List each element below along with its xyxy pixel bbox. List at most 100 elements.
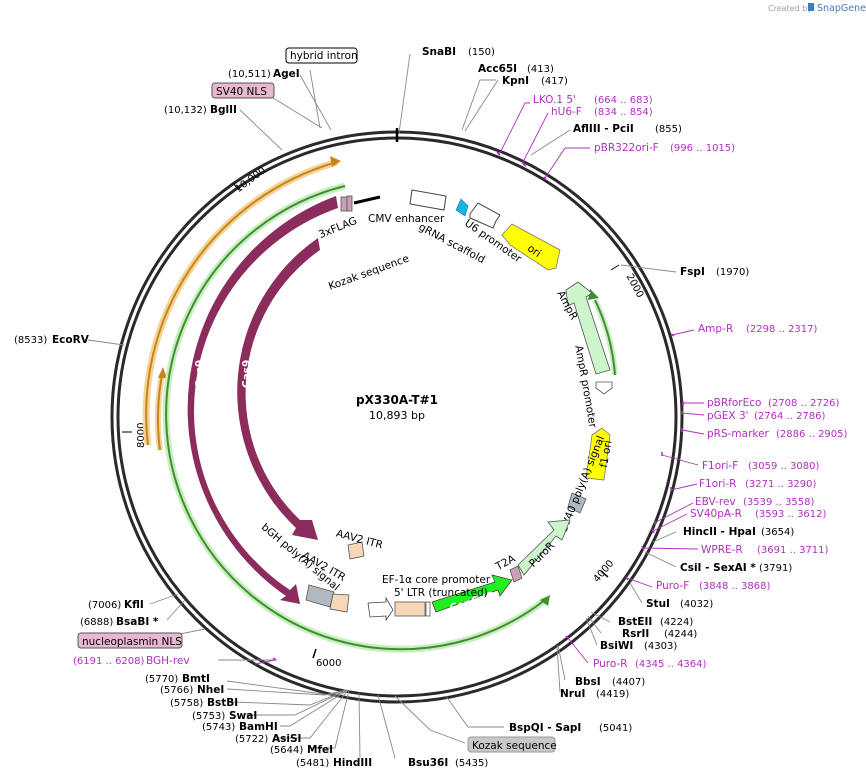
sv40-nls-label: SV40 NLS bbox=[216, 86, 267, 98]
primer-wpre-r[interactable]: WPRE-R bbox=[701, 544, 743, 556]
enzyme-asisi[interactable]: AsiSI bbox=[272, 733, 301, 745]
enzyme-fspi[interactable]: FspI bbox=[680, 266, 705, 278]
orange-arc bbox=[145, 161, 338, 446]
enzyme-acc65i-pos: (413) bbox=[527, 64, 554, 75]
enzyme-stui[interactable]: StuI bbox=[646, 598, 670, 610]
enzyme-rsrii-pos: (4244) bbox=[664, 629, 697, 640]
label-connectors bbox=[87, 53, 677, 759]
primer-pbr322ori[interactable]: pBR322ori-F bbox=[594, 142, 659, 154]
enzyme-bbsi[interactable]: BbsI bbox=[575, 676, 601, 688]
primer-puro-r-pos: (4345 .. 4364) bbox=[635, 659, 707, 670]
enzyme-kpni[interactable]: KpnI bbox=[502, 75, 529, 87]
enzyme-bspqi-sapi-pos: (5041) bbox=[599, 723, 632, 734]
primer-site-marks bbox=[272, 151, 684, 661]
enzyme-kfli[interactable]: KflI bbox=[124, 599, 144, 611]
enzyme-bmti[interactable]: BmtI bbox=[182, 673, 210, 685]
nucleoplasmin-nls-label: nucleoplasmin NLS bbox=[82, 636, 182, 648]
sv40-polya-box bbox=[567, 492, 587, 514]
enzyme-kfli-pos: (7006) bbox=[88, 600, 121, 611]
enzyme-bglii-pos: (10,132) bbox=[164, 105, 207, 116]
primer-hu6f[interactable]: hU6-F bbox=[551, 106, 582, 118]
green-arc bbox=[165, 185, 546, 651]
hybrid-intron-tag[interactable] bbox=[285, 47, 358, 64]
enzyme-hincii-hpai-pos: (3654) bbox=[761, 527, 794, 538]
primer-bgh-rev[interactable]: BGH-rev bbox=[146, 655, 190, 667]
primer-pbrforeco-pos: (2708 .. 2726) bbox=[768, 398, 840, 409]
enzyme-bsteii[interactable]: BstEII bbox=[618, 616, 652, 628]
plasmid-name: pX330A-T#1 bbox=[356, 393, 438, 407]
credit-created-by: Created by bbox=[768, 4, 812, 13]
primer-connectors bbox=[254, 102, 705, 665]
primer-ebv-rev[interactable]: EBV-rev bbox=[695, 496, 736, 508]
primer-f1ori-f-pos: (3059 .. 3080) bbox=[748, 461, 820, 472]
enzyme-csii-sexai-pos: (3791) bbox=[759, 563, 792, 574]
enzyme-bsabi-pos: (6888) bbox=[80, 617, 113, 628]
kozak-inner-label: Kozak sequence bbox=[327, 253, 411, 293]
tick-10000 bbox=[232, 182, 240, 191]
hybrid-intron-bar bbox=[353, 195, 381, 205]
primer-puro-r[interactable]: Puro-R bbox=[593, 658, 628, 670]
f1ori-label: f1 ori bbox=[598, 439, 615, 468]
sv40-nls-tag[interactable] bbox=[211, 82, 275, 99]
enzyme-afliii-pcii[interactable]: AflIII - PciI bbox=[573, 123, 634, 135]
nucleoplasmin-nls-tag[interactable] bbox=[77, 632, 183, 649]
primer-puro-f[interactable]: Puro-F bbox=[656, 580, 689, 592]
enzyme-asisi-pos: (5722) bbox=[235, 734, 268, 745]
enzyme-swai-pos: (5753) bbox=[192, 711, 225, 722]
primer-lko1[interactable]: LKO.1 5' bbox=[533, 94, 576, 106]
enzyme-bmti-pos: (5770) bbox=[145, 674, 178, 685]
enzyme-mfei[interactable]: MfeI bbox=[307, 744, 333, 756]
enzyme-bsabi[interactable]: BsaBI * bbox=[116, 616, 159, 628]
primer-pbrforeco[interactable]: pBRforEco bbox=[707, 397, 761, 409]
enzyme-hincii-hpai[interactable]: HincII - HpaI bbox=[683, 526, 756, 538]
primer-ampr[interactable]: Amp-R bbox=[698, 323, 733, 335]
flag3x-label: 3xFLAG bbox=[317, 215, 359, 241]
primer-f1ori-f[interactable]: F1ori-F bbox=[702, 460, 738, 472]
enzyme-bsu36i-pos: (5435) bbox=[455, 758, 488, 769]
kozak-sequence-tag[interactable] bbox=[467, 736, 556, 753]
primer-f1ori-r[interactable]: F1ori-R bbox=[699, 478, 736, 490]
primer-pgex3-pos: (2764 .. 2786) bbox=[754, 411, 826, 422]
enzyme-bsu36i[interactable]: Bsu36I bbox=[408, 757, 448, 769]
primer-lko1-pos: (664 .. 683) bbox=[594, 95, 653, 106]
enzyme-ecorv[interactable]: EcoRV bbox=[52, 334, 90, 346]
primer-wpre-r-pos: (3691 .. 3711) bbox=[757, 545, 829, 556]
plasmid-length: 10,893 bp bbox=[369, 409, 425, 422]
tick-4000 bbox=[600, 570, 609, 578]
ef1a-label: EF-1α core promoter bbox=[382, 574, 491, 586]
kozak-sequence-label: Kozak sequence bbox=[472, 740, 557, 752]
primer-sv40pa-r[interactable]: SV40pA-R bbox=[690, 508, 742, 520]
orange-arc-head-icon bbox=[330, 156, 341, 167]
enzyme-hindiii-pos: (5481) bbox=[296, 758, 329, 769]
primer-puro-f-pos: (3848 .. 3868) bbox=[699, 581, 771, 592]
green-arc-head-icon bbox=[540, 595, 550, 606]
primer-sv40pa-r-pos: (3593 .. 3612) bbox=[755, 509, 827, 520]
sv40-polya-label: SV40 poly(A) signal bbox=[558, 434, 608, 534]
enzyme-mfei-pos: (5644) bbox=[270, 745, 303, 756]
enzyme-bglii[interactable]: BglII bbox=[210, 104, 237, 116]
puror-arrow bbox=[517, 519, 571, 576]
enzyme-csii-sexai[interactable]: CsiI - SexAI * bbox=[680, 562, 756, 574]
enzyme-hindiii[interactable]: HindIII bbox=[333, 757, 372, 769]
enzyme-snabi[interactable]: SnaBI bbox=[422, 46, 456, 58]
enzyme-swai[interactable]: SwaI bbox=[229, 710, 257, 722]
primer-ampr-pos: (2298 .. 2317) bbox=[746, 324, 818, 335]
enzyme-bspqi-sapi[interactable]: BspQI - SapI bbox=[509, 722, 581, 734]
enzyme-bsiwi[interactable]: BsiWI bbox=[600, 640, 633, 652]
tick-2000 bbox=[610, 264, 620, 271]
primer-prs-marker[interactable]: pRS-marker bbox=[707, 428, 770, 440]
f1ori-arrow bbox=[585, 427, 611, 481]
enzyme-nrui-pos: (4419) bbox=[596, 689, 629, 700]
credit-brand: SnapGene bbox=[817, 3, 866, 14]
enzyme-nrui[interactable]: NruI bbox=[560, 688, 585, 700]
ampr-promoter-arrow bbox=[595, 381, 613, 395]
enzyme-nhei[interactable]: NheI bbox=[197, 684, 224, 696]
enzyme-bamhi[interactable]: BamHI bbox=[239, 721, 278, 733]
enzyme-agei[interactable]: AgeI bbox=[273, 68, 300, 80]
enzyme-bstbi[interactable]: BstBI bbox=[207, 697, 238, 709]
primer-pgex3[interactable]: pGEX 3' bbox=[707, 410, 749, 422]
enzyme-rsrii[interactable]: RsrII bbox=[622, 628, 649, 640]
enzyme-acc65i[interactable]: Acc65I bbox=[478, 63, 517, 75]
enzyme-afliii-pcii-pos: (855) bbox=[655, 124, 682, 135]
